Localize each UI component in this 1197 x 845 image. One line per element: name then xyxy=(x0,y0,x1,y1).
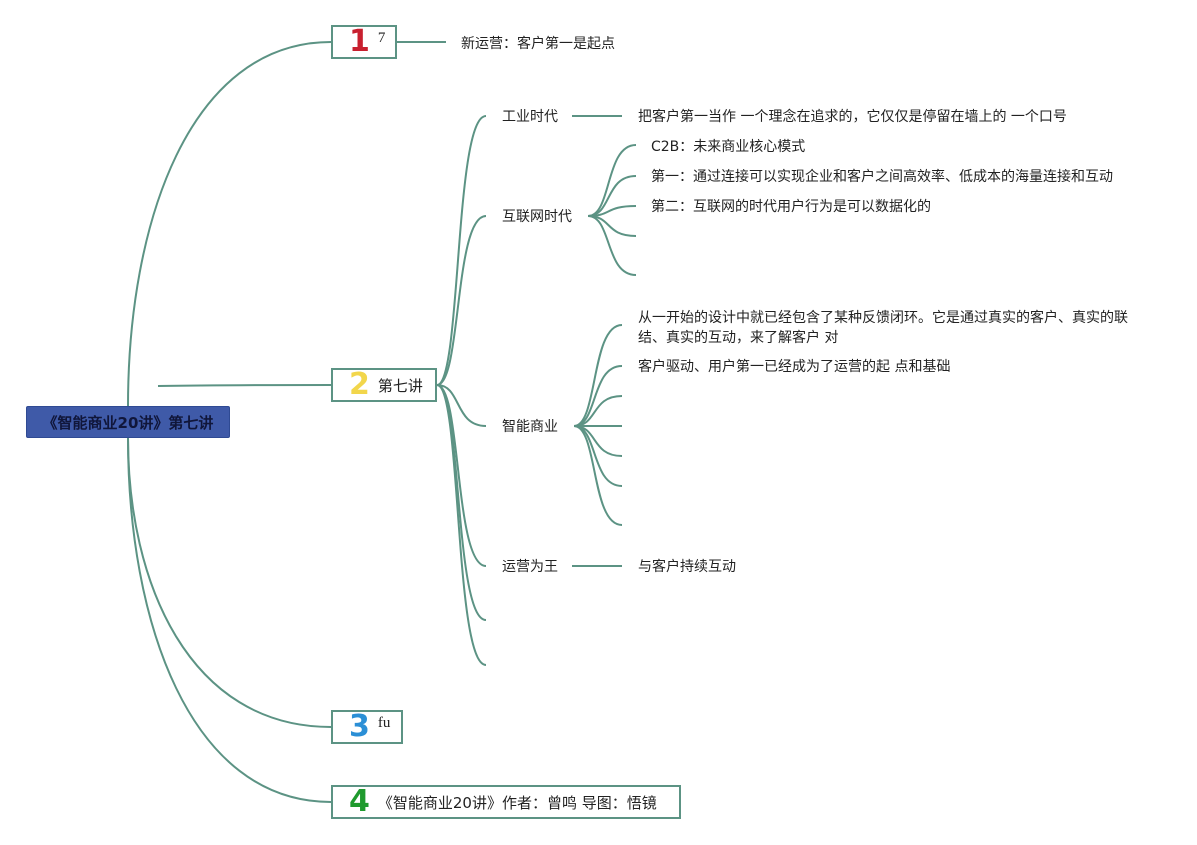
root-node[interactable]: 《智能商业20讲》第七讲 xyxy=(26,406,230,438)
topic-industrial[interactable]: 工业时代 xyxy=(502,109,558,125)
link-root-branch-2 xyxy=(157,384,332,387)
operations-note[interactable]: 与客户持续互动 xyxy=(638,559,736,575)
internet-item-3[interactable]: 第二：互联网的时代用户行为是可以数据化的 xyxy=(651,199,931,215)
internet-item-2[interactable]: 第一：通过连接可以实现企业和客户之间高效率、低成本的海量连接和互动 xyxy=(651,169,1113,185)
branch-2-number: 2 xyxy=(349,367,370,402)
link-internet-item-1 xyxy=(587,144,637,217)
smart-item-1[interactable]: 从一开始的设计中就已经包含了某种反馈闭环。它是通过真实的客户、真实的联结、真实的… xyxy=(638,310,1128,346)
topic-smart-business[interactable]: 智能商业 xyxy=(502,419,558,435)
branch-3-label: fu xyxy=(377,715,391,731)
link-smart-item-1 xyxy=(573,324,623,427)
link-internet-item-5 xyxy=(587,215,637,276)
industrial-note[interactable]: 把客户第一当作 一个理念在追求的，它仅仅是停留在墙上的 一个口号 xyxy=(638,109,1067,125)
link-smart-item-7 xyxy=(573,425,623,526)
branch-3-number: 3 xyxy=(349,709,370,744)
link-topic-internet xyxy=(436,215,487,386)
link-topic-industrial xyxy=(436,115,487,386)
branch-4-label: 《智能商业20讲》作者：曾鸣 导图：悟镜 xyxy=(377,793,657,812)
branch-1-node[interactable]: 1 7 xyxy=(331,25,397,59)
link-smart-item-2 xyxy=(573,365,623,427)
link-topic-smart xyxy=(436,384,487,427)
link-root-branch-3 xyxy=(127,437,332,728)
root-label: 《智能商业20讲》第七讲 xyxy=(42,413,214,432)
internet-item-1[interactable]: C2B：未来商业核心模式 xyxy=(651,139,806,155)
branch-1-label: 7 xyxy=(377,30,386,46)
link-topic-empty-2 xyxy=(436,384,487,666)
branch-2-label: 第七讲 xyxy=(377,376,423,395)
link-root-branch-1 xyxy=(127,41,332,407)
branch-1-child[interactable]: 新运营：客户第一是起点 xyxy=(461,36,615,52)
branch-4-node[interactable]: 4 《智能商业20讲》作者：曾鸣 导图：悟镜 xyxy=(331,785,681,819)
branch-4-number: 4 xyxy=(349,784,370,819)
branch-3-node[interactable]: 3 fu xyxy=(331,710,403,744)
branch-1-number: 1 xyxy=(349,24,370,59)
branch-2-node[interactable]: 2 第七讲 xyxy=(331,368,437,402)
topic-internet[interactable]: 互联网时代 xyxy=(502,209,572,225)
link-root-branch-4 xyxy=(127,437,332,803)
topic-operations[interactable]: 运营为王 xyxy=(502,559,558,575)
smart-item-2[interactable]: 客户驱动、用户第一已经成为了运营的起 点和基础 xyxy=(638,359,951,375)
